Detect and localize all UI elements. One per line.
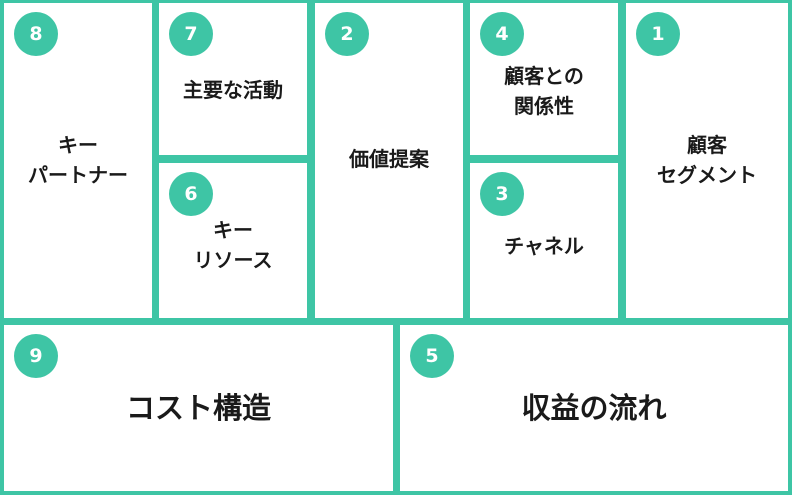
block-value-proposition: 2 価値提案 [315,3,463,318]
block-label: キー リソース [193,218,273,272]
block-label: 収益の流れ [521,391,667,425]
badge-number: 6 [169,172,213,216]
block-key-activities: 7 主要な活動 [159,3,307,155]
badge-number: 5 [410,334,454,378]
badge-number: 2 [325,12,369,56]
block-customer-segments: 1 顧客 セグメント [626,3,788,318]
block-label: コスト構造 [125,391,271,425]
block-label: 顧客 セグメント [657,133,757,187]
badge-number: 8 [14,12,58,56]
badge-number: 3 [480,172,524,216]
block-label: 主要な活動 [183,78,283,102]
block-revenue-streams: 5 収益の流れ [400,325,788,491]
badge-number: 9 [14,334,58,378]
block-cost-structure: 9 コスト構造 [4,325,393,491]
block-label: 顧客との 関係性 [504,64,584,118]
block-key-resources: 6 キー リソース [159,163,307,318]
block-label: 価値提案 [349,147,429,171]
badge-number: 4 [480,12,524,56]
block-key-partners: 8 キー パートナー [4,3,152,318]
badge-number: 1 [636,12,680,56]
block-channels: 3 チャネル [470,163,618,318]
block-label: キー パートナー [28,133,128,187]
badge-number: 7 [169,12,213,56]
block-customer-relationships: 4 顧客との 関係性 [470,3,618,155]
block-label: チャネル [504,234,584,258]
